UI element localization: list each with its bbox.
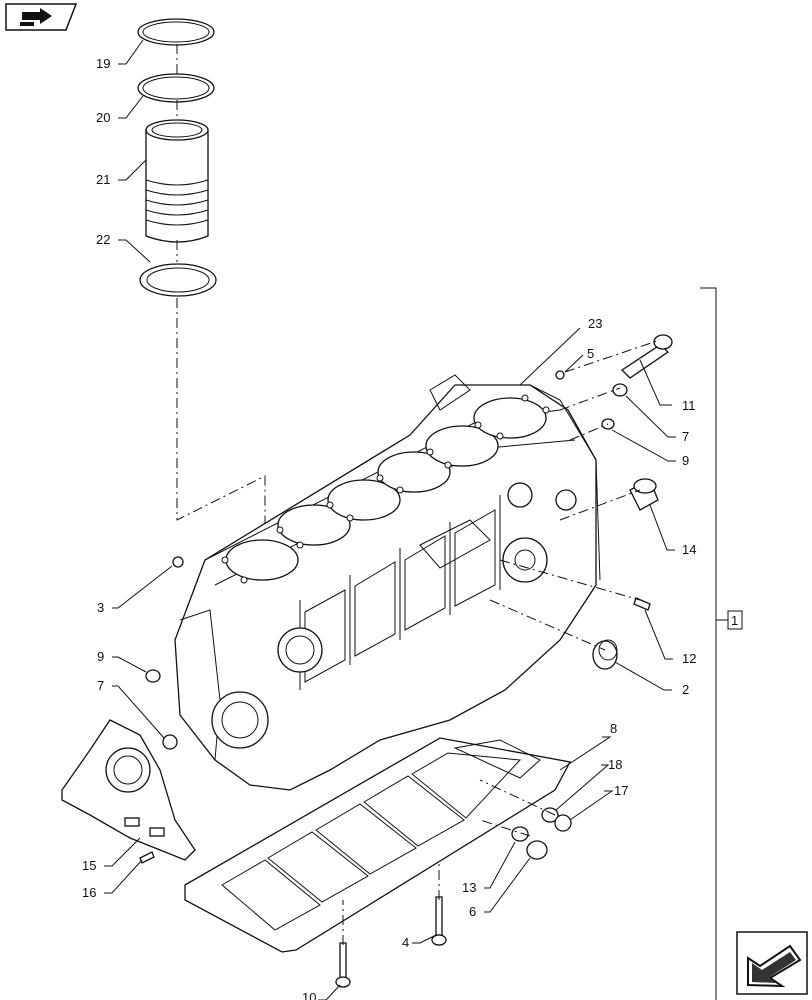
callout-8: 8 xyxy=(610,721,617,736)
assembly-bracket xyxy=(700,287,743,1000)
callout-10: 10 xyxy=(302,990,316,1000)
callout-15: 15 xyxy=(82,858,96,873)
callout-9-front: 9 xyxy=(97,649,104,664)
callout-4: 4 xyxy=(402,935,409,950)
bolt-16 xyxy=(139,851,155,864)
book-arrow-icon[interactable] xyxy=(5,3,78,31)
washer-13 xyxy=(511,826,529,842)
plug-7-top xyxy=(612,383,628,397)
fitting-14 xyxy=(629,478,659,511)
plug-2 xyxy=(592,639,618,670)
callout-9-top: 9 xyxy=(682,453,689,468)
seal-housing-15 xyxy=(61,719,196,861)
callout-16: 16 xyxy=(82,885,96,900)
washer-18 xyxy=(541,807,559,823)
callout-14: 14 xyxy=(682,542,696,557)
gasket-8 xyxy=(184,737,571,953)
plug-5 xyxy=(555,370,565,380)
cylinder-liner-21 xyxy=(145,119,209,243)
callout-13: 13 xyxy=(462,880,476,895)
previous-arrow-icon[interactable] xyxy=(736,931,808,995)
plug-7-front xyxy=(162,734,178,750)
seal-ring-19 xyxy=(137,18,215,46)
plug-17 xyxy=(554,814,572,832)
callout-5: 5 xyxy=(587,346,594,361)
plug-3 xyxy=(172,556,184,568)
leader-lines xyxy=(104,39,676,1000)
callout-7-top: 7 xyxy=(682,429,689,444)
pin-12 xyxy=(633,597,651,611)
callout-21: 21 xyxy=(96,172,110,187)
callout-20: 20 xyxy=(96,110,110,125)
seal-ring-20 xyxy=(137,73,215,103)
callout-3: 3 xyxy=(97,600,104,615)
callout-17: 17 xyxy=(614,783,628,798)
bolt-4 xyxy=(431,896,447,946)
callout-12: 12 xyxy=(682,651,696,666)
callout-19: 19 xyxy=(96,56,110,71)
callout-22: 22 xyxy=(96,232,110,247)
callout-7-front: 7 xyxy=(97,678,104,693)
callout-18: 18 xyxy=(608,757,622,772)
callout-2: 2 xyxy=(682,682,689,697)
plug-6 xyxy=(526,840,548,860)
callout-6: 6 xyxy=(469,904,476,919)
plug-9-front xyxy=(145,669,161,683)
callout-23: 23 xyxy=(588,316,602,331)
callout-11: 11 xyxy=(682,398,696,413)
bolt-10 xyxy=(335,942,351,988)
bolt-11 xyxy=(620,334,673,379)
engine-block-23 xyxy=(174,374,601,791)
assembly-ref-label: 1 xyxy=(731,613,738,628)
seal-ring-22 xyxy=(139,263,217,297)
